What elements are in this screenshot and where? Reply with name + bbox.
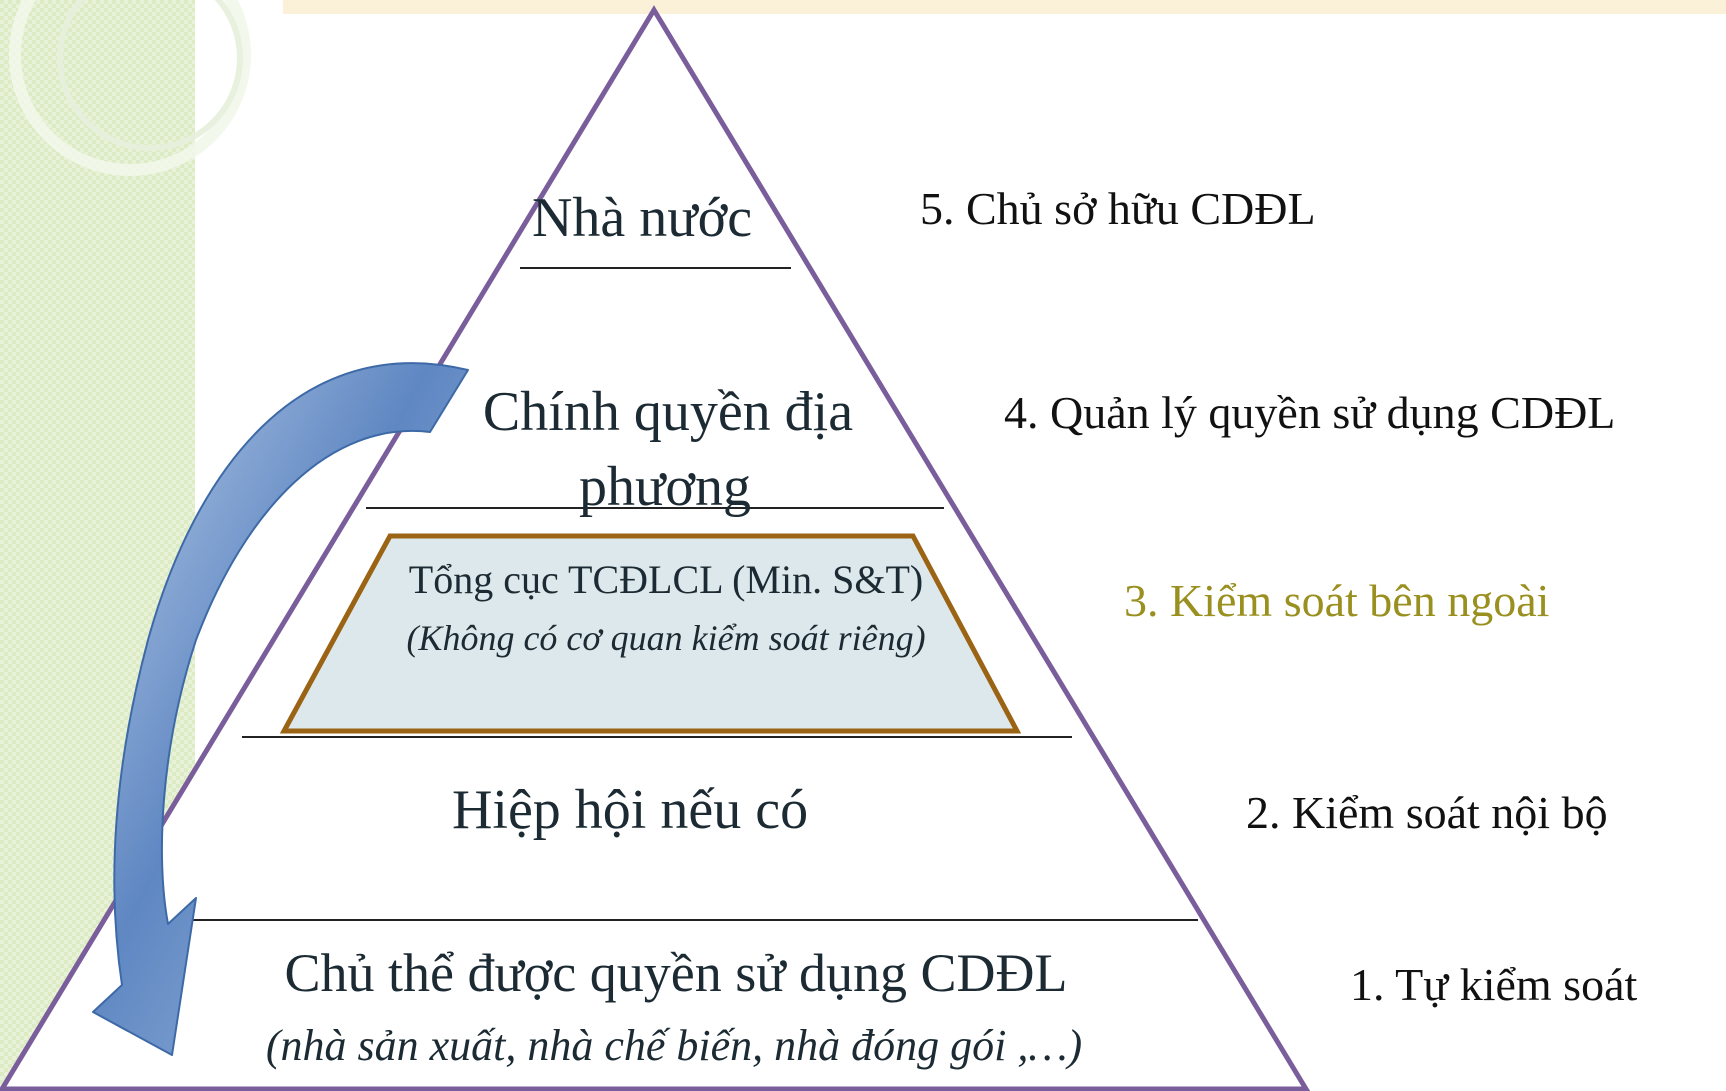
level4-label-line2: phương	[579, 456, 751, 518]
role5-label: 5. Chủ sở hữu CDĐL	[920, 183, 1316, 234]
role2-label: 2. Kiểm soát nội bộ	[1246, 787, 1608, 838]
role3-label: 3. Kiểm soát bên ngoài	[1124, 575, 1550, 626]
decor-circle-outer	[9, 0, 251, 176]
curved-arrow	[92, 362, 469, 1056]
role1-label: 1. Tự kiểm soát	[1350, 959, 1638, 1010]
level2-label: Hiệp hội nếu có	[451, 779, 809, 841]
level3-title: Tổng cục TCĐLCL (Min. S&T)	[408, 557, 924, 602]
external-control-trapezoid	[279, 533, 1022, 734]
top-decor-band	[283, 0, 1726, 14]
level5-label: Nhà nước	[531, 187, 753, 249]
role4-label: 4. Quản lý quyền sử dụng CDĐL	[1004, 387, 1616, 438]
level1-title: Chủ thể được quyền sử dụng CDĐL	[284, 943, 1068, 1003]
left-decor-band	[0, 0, 195, 1091]
level1-note: (nhà sản xuất, nhà chế biến, nhà đóng gó…	[265, 1021, 1083, 1070]
decor-circle-inner	[57, 0, 243, 151]
level3-note: (Không có cơ quan kiểm soát riêng)	[406, 618, 926, 658]
level4-label-line1: Chính quyền địa	[482, 381, 854, 443]
